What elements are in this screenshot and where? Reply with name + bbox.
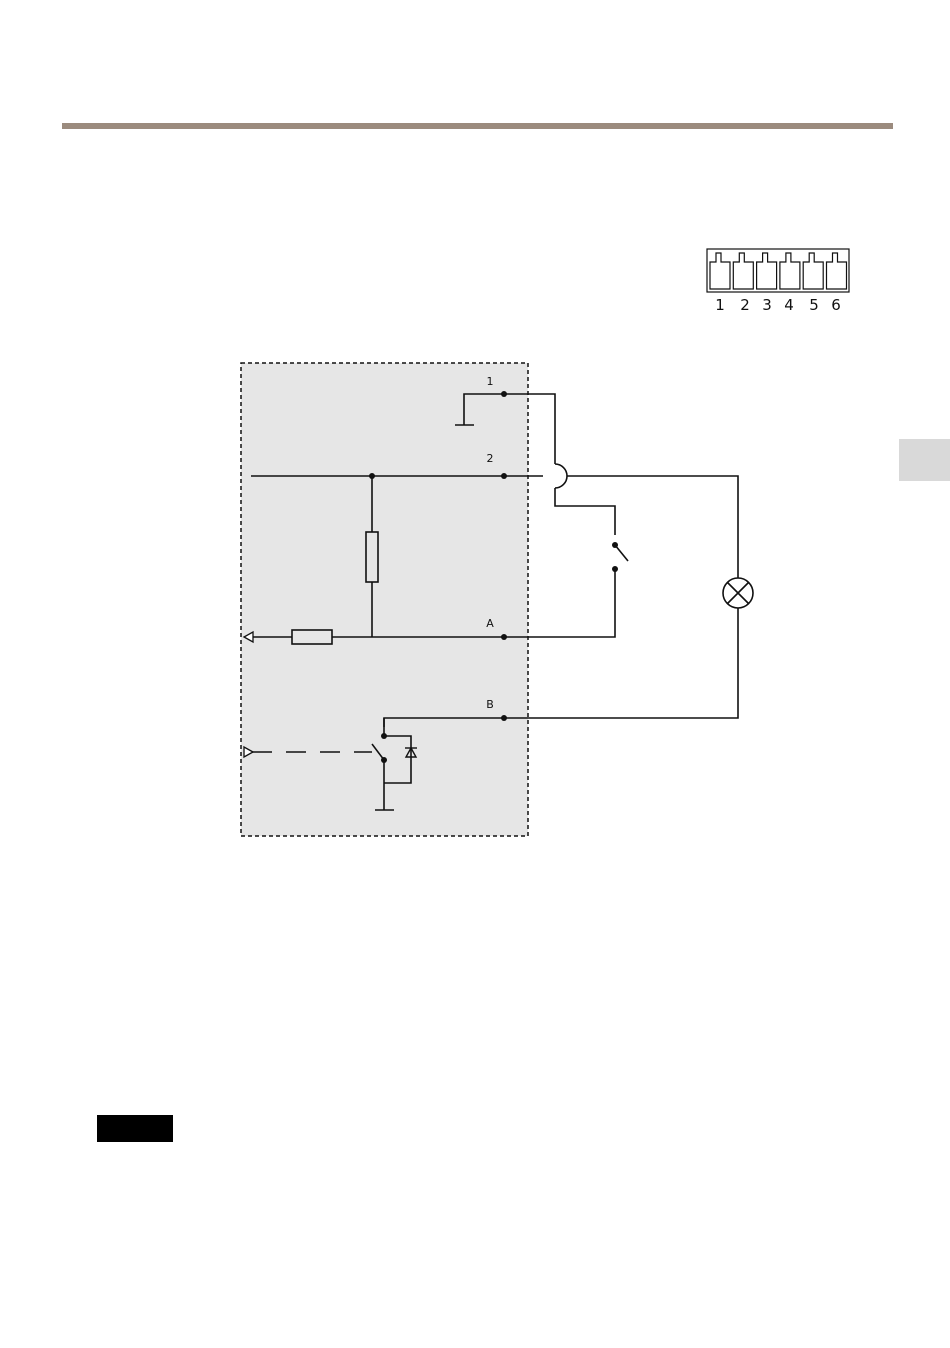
connector-pin-label: 1 (715, 296, 725, 314)
terminal-label-B: B (486, 698, 494, 711)
connector-pin-2 (733, 253, 753, 289)
wire-crossover-hop (555, 464, 567, 488)
connector-pin-label: 2 (740, 296, 750, 314)
connector-pin-4 (780, 253, 800, 289)
external-switch-blade (615, 545, 628, 561)
terminal-label-A: A (486, 617, 494, 630)
connector-pin-1 (710, 253, 730, 289)
terminal-label-2: 2 (487, 452, 494, 465)
connector-pin-label: 5 (809, 296, 819, 314)
connector-pin-label: 4 (784, 296, 794, 314)
connector-pin-label: 3 (762, 296, 772, 314)
wire-to-switch (555, 488, 615, 535)
terminal-label-1: 1 (487, 375, 494, 388)
connector-block-icon (707, 249, 849, 292)
connector-housing (707, 249, 849, 292)
wire-terminal-2-external (567, 476, 738, 578)
connector-pin-6 (827, 253, 847, 289)
connector-pin-3 (757, 253, 777, 289)
connector-pin-5 (803, 253, 823, 289)
wire-lamp-to-B (504, 608, 738, 718)
lamp-cross (727, 582, 749, 604)
connector-pin-label: 6 (831, 296, 841, 314)
